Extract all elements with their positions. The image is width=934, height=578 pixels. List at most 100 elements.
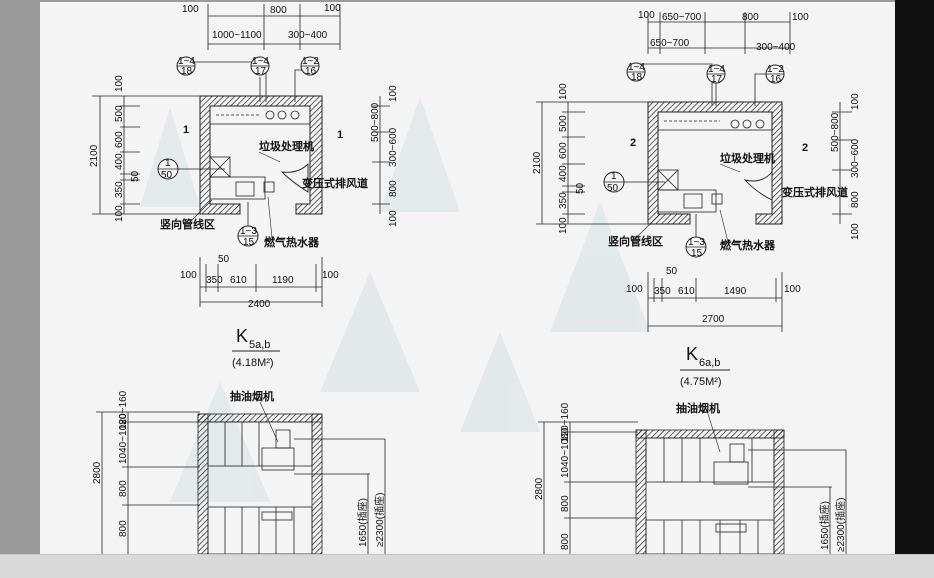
svg-text:100: 100	[850, 223, 861, 240]
label-exhaust-duct: 变压式排风道	[782, 185, 848, 199]
svg-text:800: 800	[850, 191, 861, 208]
room-walls	[199, 95, 323, 215]
reference-circle: 1 50	[603, 171, 665, 194]
svg-text:50: 50	[607, 183, 619, 194]
label-pipe-zone: 竖向管线区	[608, 234, 663, 248]
svg-text:350: 350	[206, 275, 223, 286]
svg-text:1~2: 1~2	[302, 56, 319, 67]
svg-text:6a,b: 6a,b	[699, 357, 720, 369]
svg-text:350: 350	[114, 181, 125, 198]
svg-text:15: 15	[691, 248, 703, 259]
left-dimensions	[96, 411, 200, 554]
svg-text:1~3: 1~3	[688, 237, 705, 248]
svg-text:2800: 2800	[92, 461, 103, 484]
svg-text:100: 100	[558, 83, 569, 100]
counter	[657, 111, 773, 213]
svg-text:15: 15	[243, 237, 255, 248]
section-mark: 1	[337, 129, 343, 141]
left-dimensions	[538, 421, 638, 554]
dim-text: 300~400	[288, 30, 328, 41]
svg-text:610: 610	[230, 275, 247, 286]
svg-text:100: 100	[114, 75, 125, 92]
label-range-hood: 抽油烟机	[230, 389, 274, 403]
label-range-hood: 抽油烟机	[676, 401, 720, 415]
reference-circle: 1~4 18	[626, 62, 646, 83]
svg-text:350: 350	[654, 286, 671, 297]
svg-text:600: 600	[558, 142, 569, 159]
svg-text:800: 800	[742, 12, 759, 23]
svg-text:800: 800	[560, 533, 571, 550]
svg-text:(4.75M²): (4.75M²)	[680, 376, 722, 388]
svg-text:400: 400	[114, 153, 125, 170]
svg-text:1~4: 1~4	[628, 62, 645, 73]
svg-text:1~2: 1~2	[767, 64, 784, 75]
svg-text:300~400: 300~400	[756, 42, 796, 53]
svg-text:100: 100	[558, 217, 569, 234]
dim-text: 800	[270, 5, 287, 16]
left-dimensions	[536, 101, 648, 225]
svg-text:500~800: 500~800	[370, 102, 381, 142]
svg-text:2700: 2700	[702, 314, 725, 325]
reference-circle: 1~4 17	[250, 56, 270, 77]
reference-circle: 1~4 17	[706, 64, 726, 85]
svg-text:100: 100	[322, 270, 339, 281]
elevation-walls	[635, 429, 785, 554]
svg-text:300~600: 300~600	[850, 138, 861, 178]
svg-text:2400: 2400	[248, 299, 271, 310]
watermark	[140, 97, 650, 502]
section-mark: 1	[183, 124, 189, 136]
svg-text:18: 18	[631, 72, 643, 83]
right-dimensions	[294, 438, 386, 554]
svg-text:1650(插座): 1650(插座)	[356, 498, 369, 547]
svg-text:800: 800	[118, 480, 129, 497]
svg-text:650~700: 650~700	[650, 38, 690, 49]
svg-text:50: 50	[575, 182, 586, 194]
svg-text:50: 50	[218, 254, 230, 265]
svg-text:800: 800	[388, 180, 399, 197]
svg-text:1490: 1490	[724, 286, 747, 297]
reference-circle: 1~3 15	[237, 202, 259, 248]
svg-text:610: 610	[678, 286, 695, 297]
svg-text:1650(插座): 1650(插座)	[818, 501, 831, 550]
section-mark: 2	[630, 137, 636, 149]
svg-text:800: 800	[560, 495, 571, 512]
reference-circle: 1~2 16	[300, 56, 320, 77]
right-panel	[895, 0, 934, 577]
svg-text:100: 100	[784, 284, 801, 295]
plan-title: K 6a,b (4.75M²)	[680, 344, 730, 388]
reference-circle: 1~4 18	[176, 56, 196, 77]
svg-text:800: 800	[118, 520, 129, 537]
dim-text: 100	[324, 3, 341, 14]
svg-text:1: 1	[165, 158, 171, 169]
svg-text:K: K	[686, 344, 698, 364]
svg-text:5a,b: 5a,b	[249, 339, 270, 351]
svg-text:1~3: 1~3	[240, 226, 257, 237]
label-exhaust-duct: 变压式排风道	[302, 176, 368, 190]
bottom-dimensions	[647, 272, 783, 332]
svg-text:100: 100	[850, 93, 861, 110]
svg-text:1040~1080: 1040~1080	[118, 413, 129, 464]
label-water-heater: 燃气热水器	[263, 235, 320, 249]
svg-text:1040~1080: 1040~1080	[560, 427, 571, 478]
scanned-page: 100 800 100 1000~1100 300~400 1~4 18	[40, 2, 895, 554]
svg-text:350: 350	[558, 192, 569, 209]
svg-text:50: 50	[161, 170, 173, 181]
plan-k6: 100 650~700 800 100 650~700 300~400 1~4 …	[532, 10, 861, 388]
svg-text:300~600: 300~600	[388, 127, 399, 167]
counter	[209, 105, 311, 200]
svg-text:K: K	[236, 326, 248, 346]
svg-text:(4.18M²): (4.18M²)	[232, 357, 274, 369]
elevation-walls	[197, 413, 323, 554]
right-dimensions	[832, 102, 852, 224]
svg-text:2800: 2800	[534, 477, 545, 500]
top-dimensions	[207, 4, 341, 50]
bottom-dimensions	[199, 257, 323, 307]
svg-text:1~4: 1~4	[708, 64, 725, 75]
svg-text:500: 500	[114, 105, 125, 122]
elevation-1: 抽油烟机 2800 120~160 1040~1080 800 800	[92, 389, 386, 554]
elevation-2: 抽油烟机 2800 120~160 1040~1080 800 800	[534, 401, 847, 554]
svg-text:650~700: 650~700	[662, 12, 702, 23]
svg-text:100: 100	[638, 10, 655, 21]
right-dimensions	[748, 449, 847, 554]
